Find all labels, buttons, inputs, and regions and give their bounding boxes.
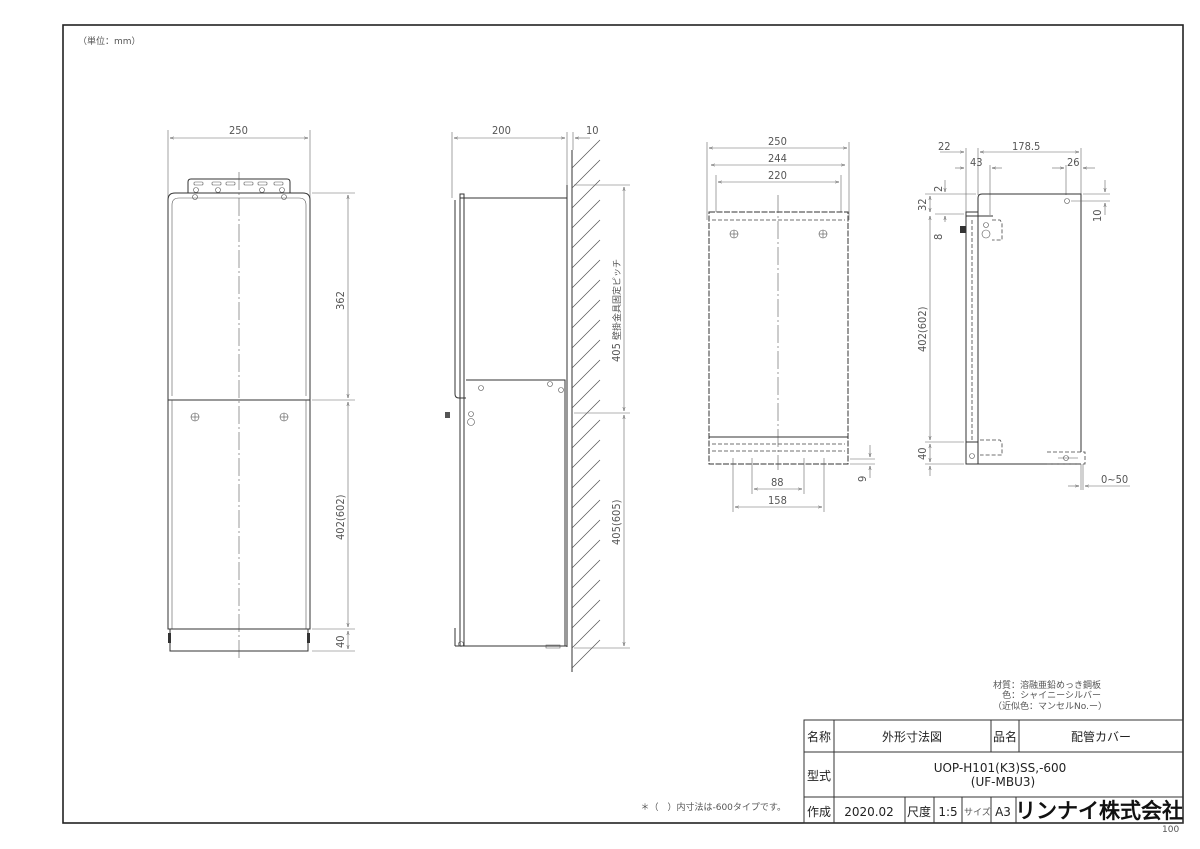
material-notes: 材質：溶融亜鉛めっき鋼板 色：シャイニーシルバー （近似色：マンセルNo.ー） — [993, 679, 1107, 712]
right-top-height-dim: 32 — [916, 198, 929, 211]
right-left-offset-dim: 22 — [938, 140, 951, 153]
model-label: 型式 — [807, 769, 831, 783]
side-depth-dim: 200 — [492, 124, 511, 137]
bracket-pitch-dim: 405 — [610, 343, 623, 362]
side-view: 200 10 — [445, 124, 630, 672]
size-value: A3 — [995, 805, 1011, 819]
right-depth-dim: 178.5 — [1012, 140, 1040, 153]
top-inner-width-dim: 220 — [768, 169, 787, 182]
front-upper-height-dim: 362 — [334, 291, 347, 310]
created-value: 2020.02 — [844, 805, 894, 819]
name-label: 名称 — [807, 729, 831, 744]
size-label: サイズ — [964, 806, 991, 818]
sheet-number: 100 — [1162, 825, 1179, 835]
front-bottom-height-dim: 40 — [334, 635, 347, 648]
scale-value: 1:5 — [938, 805, 957, 819]
unit-note: （単位：mm） — [78, 35, 141, 47]
front-width-dim: 250 — [229, 124, 248, 137]
scale-label: 尺度 — [907, 804, 931, 819]
right-top-gap-dim: 2 — [932, 186, 945, 192]
right-view: 22 178.5 43 26 32 2 8 402(602) 40 — [916, 140, 1130, 490]
material-line: 材質：溶融亜鉛めっき鋼板 — [993, 679, 1101, 691]
right-main-height-dim: 402(602) — [916, 306, 929, 352]
color-line: 色：シャイニーシルバー — [1002, 689, 1101, 701]
approx-color-line: （近似色：マンセルNo.ー） — [993, 700, 1107, 712]
model-value: UOP-H101(K3)SS,-600 — [934, 761, 1067, 775]
top-mid-width-dim: 244 — [768, 152, 787, 165]
drawing-frame — [62, 24, 1184, 824]
company-name: リンナイ株式会社 — [1015, 799, 1183, 823]
side-wall-gap-dim: 10 — [586, 124, 599, 137]
side-lower-height-dim: 405(605) — [610, 499, 623, 545]
right-bottom-height-dim: 40 — [916, 447, 929, 460]
top-outer-width-dim: 250 — [768, 135, 787, 148]
hole-pitch-outer-dim: 158 — [768, 494, 787, 507]
top-view: 250 244 220 88 158 9 — [706, 135, 875, 512]
footnote: ＊（ ）内寸法は-600タイプです。 — [640, 801, 786, 813]
title-block: 名称 外形寸法図 品名 配管カバー 型式 UOP-H101(K3)SS,-600… — [803, 719, 1184, 824]
bracket-offset-dim: 43 — [970, 156, 983, 169]
name-value: 外形寸法図 — [882, 730, 942, 744]
product-label: 品名 — [993, 729, 1017, 744]
front-view: 250 362 402(602) 40 — [167, 124, 355, 660]
adjust-range-dim: 0~50 — [1101, 473, 1128, 486]
hole-drop-dim: 10 — [1091, 209, 1104, 222]
top-offset-dim: 9 — [856, 476, 869, 482]
bracket-pitch-label: 壁掛金具固定ピッチ — [611, 259, 623, 340]
front-lower-height-dim: 402(602) — [334, 494, 347, 540]
wall-hatch — [571, 139, 601, 669]
hole-pitch-inner-dim: 88 — [771, 476, 784, 489]
hole-offset-dim: 26 — [1067, 156, 1080, 169]
right-bracket-height-dim: 8 — [932, 234, 945, 240]
model-sub: (UF-MBU3) — [971, 775, 1035, 789]
created-label: 作成 — [807, 805, 831, 819]
product-value: 配管カバー — [1071, 729, 1131, 744]
